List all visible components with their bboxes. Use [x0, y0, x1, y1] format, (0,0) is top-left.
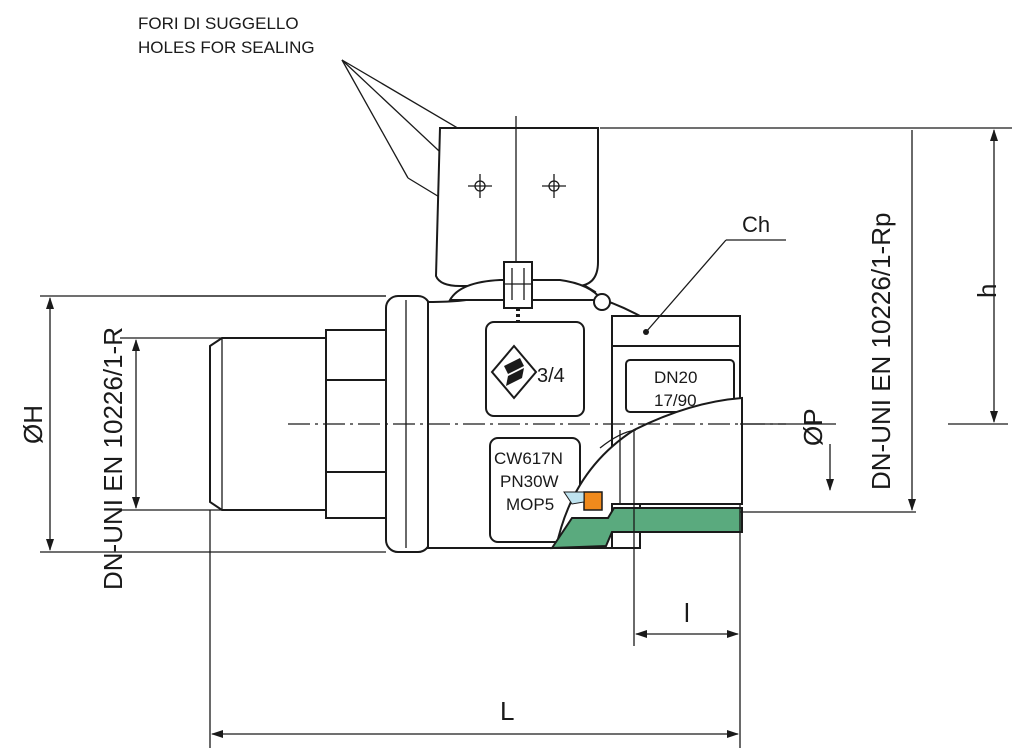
dim-h-label: h	[972, 284, 1002, 298]
seat-seal-green	[550, 507, 743, 550]
wrench-size-label: Ch	[742, 212, 770, 237]
sealing-note-english: HOLES FOR SEALING	[138, 38, 315, 57]
cutaway-section	[550, 396, 743, 550]
sealing-note-italian: FORI DI SUGGELLO	[138, 14, 299, 33]
logo-panel: 3/4	[485, 321, 585, 417]
dn-box-line-2: 17/90	[654, 391, 697, 410]
male-thread-end	[209, 337, 329, 511]
material-line-3: MOP5	[506, 495, 554, 514]
dim-l-label: l	[684, 598, 690, 628]
dim-L-label: L	[500, 696, 514, 726]
dn-box-line-1: DN20	[654, 368, 697, 387]
gap-blue	[563, 491, 585, 505]
brand-logo-icon	[490, 344, 538, 400]
dim-thread-right: DN-UNI EN 10226/1-Rp	[866, 213, 896, 490]
valve-handle	[434, 116, 599, 287]
material-line-2: PN30W	[500, 472, 559, 491]
size-label: 3/4	[537, 365, 565, 387]
gasket-orange	[583, 491, 603, 511]
material-line-1: CW617N	[494, 449, 563, 468]
dim-p-label: ØP	[798, 408, 828, 446]
ch-leader: Ch	[645, 212, 786, 333]
material-panel: CW617N PN30W MOP5	[489, 437, 581, 543]
sealing-hole-left	[468, 174, 492, 198]
hex-nut-left	[325, 329, 389, 519]
sealing-hole-right	[542, 174, 566, 198]
dim-H-label: ØH	[18, 405, 48, 444]
dim-thread-left: DN-UNI EN 10226/1-R	[98, 327, 128, 590]
extension-lines	[40, 127, 1012, 748]
